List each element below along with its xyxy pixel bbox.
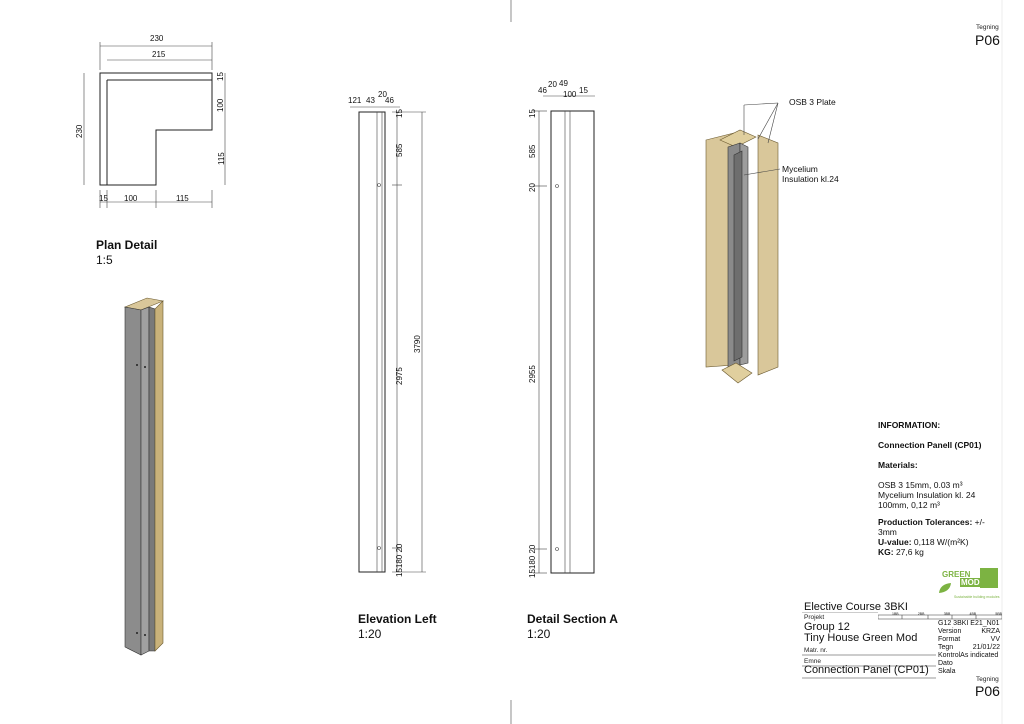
info-mat-line1: OSB 3 15mm, 0.03 m³ (878, 480, 963, 490)
elev-dim-bottom: 15180 20 (395, 543, 404, 577)
elevation-left-drawing: 121 43 20 46 15 585 2975 3790 15180 20 (348, 90, 426, 577)
iso-column-drawing (123, 297, 165, 656)
dim-100-right: 100 (216, 98, 225, 112)
tb-scale-ticks: 1BB 2BB 3BB 4BB 5BB (892, 612, 1002, 616)
logo-square-icon (980, 568, 998, 588)
elev-dim-20: 20 (378, 90, 387, 99)
sect-dim-2955: 2955 (528, 365, 537, 383)
sect-dim-v15: 15 (528, 109, 537, 118)
logo-text-1: GREEN (942, 570, 971, 579)
dim-15-bottom: 15 (99, 194, 108, 203)
info-u-label: U-value: (878, 537, 912, 547)
info-u-value: 0,118 W/(m²K) (911, 537, 969, 547)
plan-detail-drawing: 230 215 230 15 100 115 15 100 115 (75, 34, 226, 208)
logo-tagline: Sustainable building modules (954, 595, 1000, 599)
info-materials-heading: Materials: (878, 460, 918, 470)
tegning-label-top: Tegning (976, 24, 999, 31)
dim-100-bottom: 100 (124, 194, 138, 203)
tb-matr-label: Matr. nr. (804, 647, 828, 654)
info-panel: Connection Panell (CP01) (878, 440, 982, 450)
info-mat-line2: Mycelium Insulation kl. 24 (878, 490, 976, 500)
elevation-left-title: Elevation Left (358, 612, 437, 626)
dim-230-left: 230 (75, 124, 84, 138)
info-tol-value2: 3mm (878, 527, 897, 537)
tb-field-k5: Skala (938, 668, 956, 675)
tb-subject: Connection Panel (CP01) (804, 664, 929, 676)
info-tol-label: Production Tolerances: (878, 517, 973, 527)
info-kg-value: 27,6 kg (893, 547, 924, 557)
logo-text-2: MOD (960, 578, 981, 587)
tb-project-name: Tiny House Green Mod (804, 632, 918, 644)
tb-code: G12 3BKI E21_N01 (938, 620, 1000, 627)
tb-course: Elective Course 3BKI (804, 601, 908, 613)
dim-215: 215 (152, 50, 166, 59)
tb-fields: G12 3BKI E21_N01 Version KRZA Format VV Te… (938, 620, 1000, 676)
tb-field-k4: Dato (938, 660, 953, 667)
detail-section-title: Detail Section A (527, 612, 618, 626)
dim-115-right: 115 (217, 152, 226, 165)
info-kg-label: KG: (878, 547, 894, 557)
tb-lines (802, 612, 936, 679)
tegning-value-top: P06 (975, 32, 1000, 48)
iso-detail-drawing (705, 102, 781, 384)
tb-tick-2: 2BB (917, 612, 925, 616)
tb-tegning-value: P06 (975, 683, 1000, 699)
detail-section-drawing: 46 20 49 100 15 15 585 20 2955 15180 20 (528, 79, 595, 578)
tb-field-v2: 21/01/22 (972, 644, 1000, 651)
tb-field-v1: VV (990, 636, 1000, 643)
information-block: INFORMATION: Connection Panell (CP01) Ma… (878, 420, 1008, 557)
sect-dim-15: 15 (579, 86, 588, 95)
plan-detail-scale: 1:5 (96, 253, 113, 267)
dim-15-right: 15 (216, 72, 225, 81)
info-mat-line3: 100mm, 0,12 m³ (878, 500, 940, 510)
label-mycelium-2: Insulation kl.24 (782, 174, 839, 184)
elev-dim-3790: 3790 (413, 335, 422, 353)
tb-group: Group 12 (804, 621, 850, 633)
sect-dim-bottom: 15180 20 (528, 544, 537, 578)
tb-field-v0: KRZA (981, 628, 1000, 635)
info-heading: INFORMATION: (878, 420, 941, 430)
info-tol-value: +/- (972, 517, 985, 527)
tb-tick-1: 1BB (892, 612, 899, 616)
sect-dim-20: 20 (548, 80, 557, 89)
dim-230-top: 230 (150, 34, 164, 43)
tb-scale-bar (878, 614, 1002, 620)
plan-detail-title: Plan Detail (96, 238, 158, 252)
elev-dim-43: 43 (366, 96, 375, 105)
tb-emne-label: Emne (804, 658, 821, 665)
sect-dim-46: 46 (538, 86, 547, 95)
sect-dim-100: 100 (563, 90, 577, 99)
sect-dim-49: 49 (559, 79, 568, 88)
tb-tick-5: 5BB (995, 612, 1002, 616)
label-mycelium-1: Mycelium (782, 164, 818, 174)
detail-section-scale: 1:20 (527, 627, 551, 641)
elev-dim-121: 121 (348, 96, 362, 105)
green-mod-logo: GREEN MOD Sustainable building modules (938, 568, 1000, 602)
tb-field-k0: Version (938, 628, 962, 635)
tb-tick-3: 3BB (943, 612, 951, 616)
tb-tegning-label: Tegning (976, 676, 999, 683)
elev-dim-15: 15 (395, 109, 404, 118)
elev-dim-46: 46 (385, 96, 394, 105)
elev-dim-585: 585 (395, 143, 404, 157)
tb-projekt-label: Projekt (804, 614, 825, 621)
elev-dim-2975: 2975 (395, 367, 404, 385)
label-osb-plate: OSB 3 Plate (789, 97, 836, 107)
tb-field-k1: Format (938, 636, 961, 643)
sect-dim-585: 585 (528, 144, 537, 158)
tb-field-k2: Tegn (938, 644, 954, 651)
dim-115-bottom: 115 (176, 194, 189, 203)
tb-field-k3: KontrolAs indicated (938, 652, 999, 659)
elevation-left-scale: 1:20 (358, 627, 382, 641)
tb-tick-4: 4BB (969, 612, 977, 616)
leaf-icon (939, 583, 951, 593)
sect-dim-20v: 20 (528, 183, 537, 192)
